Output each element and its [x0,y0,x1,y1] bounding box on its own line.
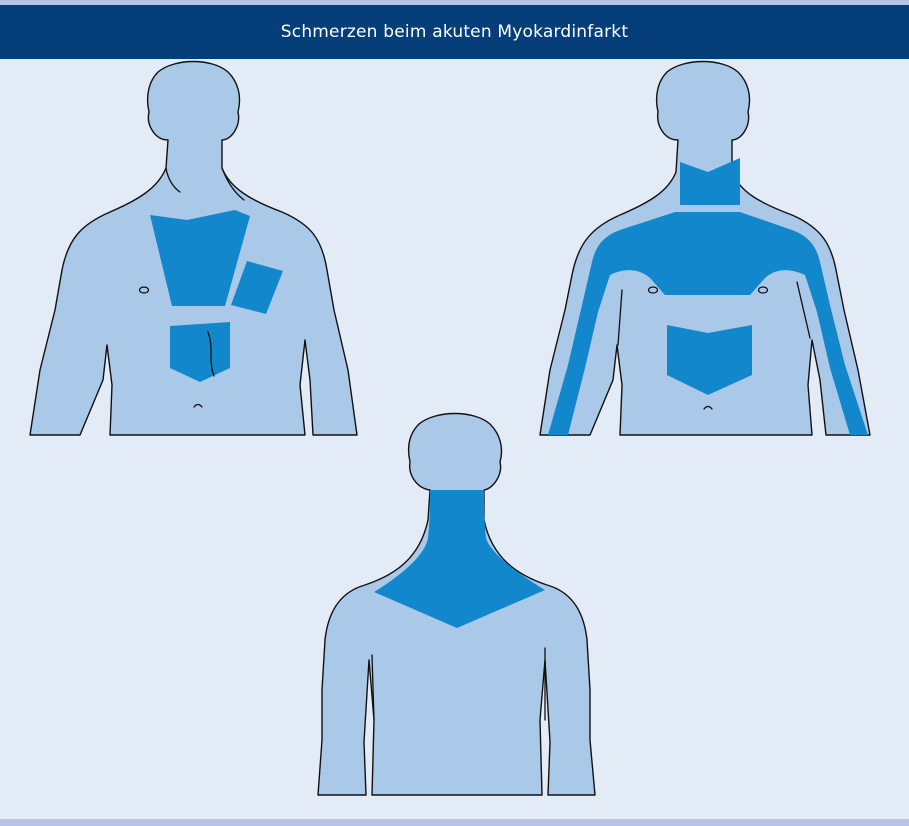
body-figure-front-radiating [540,62,870,436]
body-figure-back [318,414,595,796]
bottom-rule [0,819,909,826]
body-figure-front-chest [30,62,357,436]
